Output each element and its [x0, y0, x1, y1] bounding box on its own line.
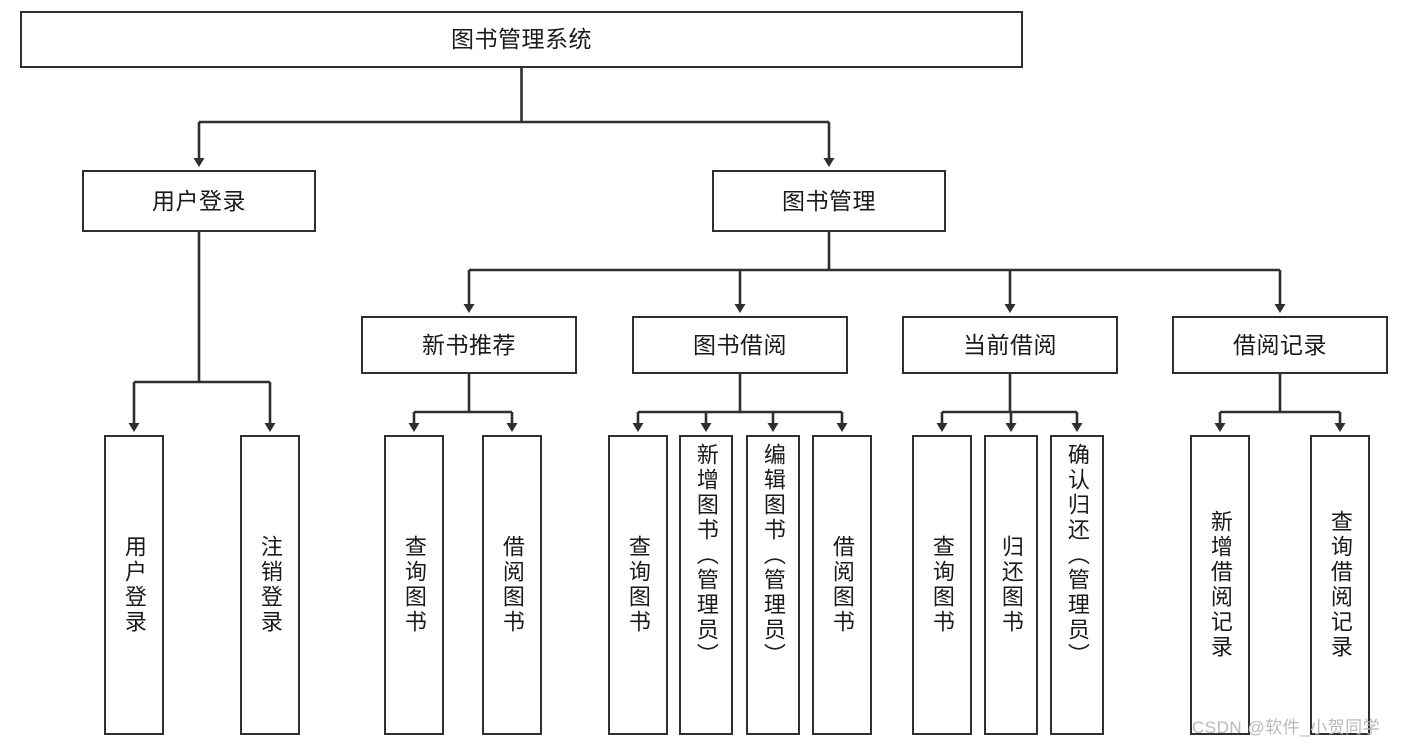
node-label-leaf-query-book-borrow: 查询图书 [625, 535, 651, 635]
node-label-new-book-recommend: 新书推荐 [422, 331, 516, 358]
node-label-leaf-return-book: 归还图书 [998, 535, 1024, 635]
node-user-login[interactable]: 用户登录 [82, 170, 316, 232]
node-label-leaf-confirm-return-admin: 确认归还（管理员） [1064, 443, 1090, 668]
node-label-root: 图书管理系统 [451, 26, 592, 53]
node-label-leaf-edit-book-admin: 编辑图书（管理员） [760, 443, 786, 668]
node-label-user-login: 用户登录 [152, 187, 246, 214]
node-label-borrow-record: 借阅记录 [1233, 331, 1327, 358]
node-label-leaf-query-book-current: 查询图书 [929, 535, 955, 635]
node-root[interactable]: 图书管理系统 [20, 11, 1023, 68]
node-leaf-query-borrow-record[interactable]: 查询借阅记录 [1310, 435, 1370, 735]
node-label-leaf-borrow-book-recommend: 借阅图书 [499, 535, 525, 635]
node-label-leaf-query-book-recommend: 查询图书 [401, 535, 427, 635]
node-borrow-record[interactable]: 借阅记录 [1172, 316, 1388, 374]
node-label-leaf-user-login: 用户登录 [121, 535, 147, 635]
node-leaf-edit-book-admin[interactable]: 编辑图书（管理员） [746, 435, 800, 735]
node-leaf-borrow-book[interactable]: 借阅图书 [812, 435, 872, 735]
node-leaf-query-book-borrow[interactable]: 查询图书 [608, 435, 668, 735]
node-new-book-recommend[interactable]: 新书推荐 [361, 316, 577, 374]
node-label-book-management: 图书管理 [782, 187, 876, 214]
node-leaf-add-book-admin[interactable]: 新增图书（管理员） [679, 435, 733, 735]
node-leaf-logout[interactable]: 注销登录 [240, 435, 300, 735]
node-current-borrow[interactable]: 当前借阅 [902, 316, 1118, 374]
node-label-current-borrow: 当前借阅 [963, 331, 1057, 358]
node-leaf-query-book-current[interactable]: 查询图书 [912, 435, 972, 735]
node-label-leaf-add-borrow-record: 新增借阅记录 [1207, 510, 1233, 660]
node-leaf-add-borrow-record[interactable]: 新增借阅记录 [1190, 435, 1250, 735]
node-book-borrow[interactable]: 图书借阅 [632, 316, 848, 374]
node-leaf-borrow-book-recommend[interactable]: 借阅图书 [482, 435, 542, 735]
watermark-label: CSDN @软件_小贺同学 [1192, 718, 1381, 737]
node-label-leaf-logout: 注销登录 [257, 535, 283, 635]
node-label-leaf-add-book-admin: 新增图书（管理员） [693, 443, 719, 668]
node-leaf-user-login[interactable]: 用户登录 [104, 435, 164, 735]
node-label-book-borrow: 图书借阅 [693, 331, 787, 358]
node-label-leaf-query-borrow-record: 查询借阅记录 [1327, 510, 1353, 660]
node-book-management[interactable]: 图书管理 [712, 170, 946, 232]
node-leaf-confirm-return-admin[interactable]: 确认归还（管理员） [1050, 435, 1104, 735]
node-leaf-query-book-recommend[interactable]: 查询图书 [384, 435, 444, 735]
node-label-leaf-borrow-book: 借阅图书 [829, 535, 855, 635]
node-leaf-return-book[interactable]: 归还图书 [984, 435, 1038, 735]
